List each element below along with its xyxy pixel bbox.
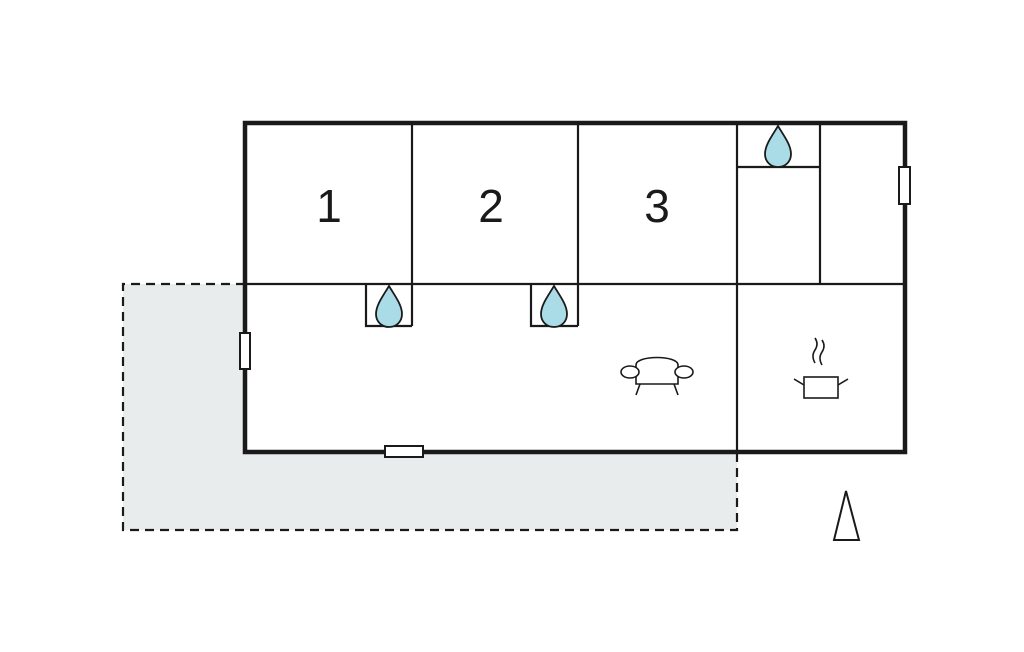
water-drop-icon [540,284,568,328]
exterior-walls [242,120,908,455]
cooking-pot-icon [793,337,849,399]
window-west [239,332,251,370]
wash-niche-2 [529,284,578,328]
interior-walls [245,123,905,452]
window-east [898,166,911,205]
water-drop-icon [375,284,403,328]
room-1-label: 1 [316,180,342,232]
room-2-label: 2 [478,180,504,232]
water-drop-icon [764,124,792,168]
room-3-label: 3 [644,180,670,232]
window-south [384,445,424,458]
wash-niche-1 [364,284,412,328]
house-interior [245,123,905,452]
north-arrow-icon [832,490,861,541]
sofa-icon [620,356,694,396]
